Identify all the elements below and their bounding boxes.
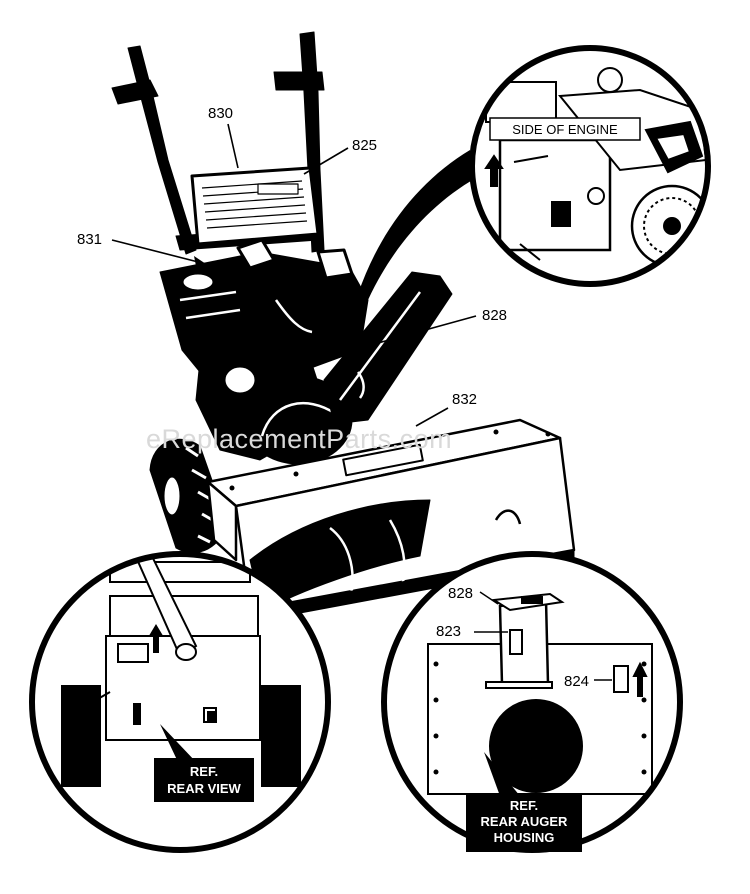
rear-left-tire [61, 685, 101, 787]
tire-treads [185, 446, 217, 544]
housing-bolts [229, 429, 551, 491]
rear-up-arrow [148, 624, 164, 653]
discharge-chute [323, 271, 453, 425]
oil-cap [597, 67, 623, 93]
rear-handle-bar [130, 554, 198, 658]
auger-housing-inset: REF. REAR AUGER HOUSING 828 823 824 [381, 551, 683, 853]
housing-decal [342, 443, 424, 477]
impeller-highlight [260, 401, 337, 437]
panel-decal-lines [201, 180, 308, 229]
fuel-knob [587, 187, 605, 205]
auger-opening-disc [489, 699, 583, 793]
auger-housing-front [206, 480, 238, 562]
watermark: eReplacementParts.com [146, 424, 452, 454]
engine-detail-inset: SIDE OF ENGINE [469, 45, 711, 287]
auger-tag-line3: HOUSING [494, 830, 555, 845]
chute-decal [509, 629, 523, 655]
auger-tag-line1: REF. [510, 798, 538, 813]
rear-right-tire [261, 685, 301, 787]
rear-tag-pointer [160, 724, 196, 762]
housing-side-decal [613, 665, 629, 693]
rear-tag-box [154, 758, 254, 802]
auger-plate-bolts [433, 661, 647, 775]
callout-825: 825 [352, 137, 377, 154]
rear-decal [117, 643, 149, 663]
auger-tag-box [466, 794, 582, 852]
engine-side-arrow [484, 154, 504, 187]
callout-832: 832 [452, 391, 477, 408]
callout-830: 830 [208, 105, 233, 122]
pulley [222, 364, 258, 396]
engine-label-box [489, 117, 641, 141]
engine-details [179, 290, 313, 334]
chute-collar [485, 681, 553, 689]
left-grip [111, 79, 159, 105]
engine-shroud [485, 81, 557, 123]
callout-823: 823 [436, 623, 461, 640]
callout-824: 824 [564, 673, 589, 690]
right-grip [273, 71, 325, 91]
leader-arrow-831 [194, 256, 206, 266]
left-wheel-hub [161, 474, 183, 518]
auger-tag-line2: REAR AUGER [481, 814, 569, 829]
engine-fins [236, 238, 354, 280]
engine-label: SIDE OF ENGINE [512, 122, 618, 137]
rear-tag-line1: REF. [190, 764, 218, 779]
leader-arrow-828 [360, 340, 374, 350]
callout-831: 831 [77, 231, 102, 248]
callout-828: 828 [482, 307, 507, 324]
housing-side-slot [494, 509, 522, 525]
callout-828-inset: 828 [448, 585, 473, 602]
left-handle [127, 45, 197, 255]
chute-outline [338, 291, 422, 401]
chute-neck [498, 598, 550, 686]
housing-up-arrow [632, 661, 648, 697]
rear-tag-line2: REAR VIEW [167, 781, 241, 796]
leader-lines [111, 123, 477, 427]
auger-opening [249, 499, 431, 613]
engine-side-decal [551, 201, 571, 227]
auger-tag-pointer [484, 752, 520, 796]
gas-cap [180, 271, 216, 293]
rear-view-inset: REF. REAR VIEW [29, 551, 331, 853]
engine-inset-pointer [358, 150, 476, 300]
snowblower-illustration [111, 31, 576, 623]
